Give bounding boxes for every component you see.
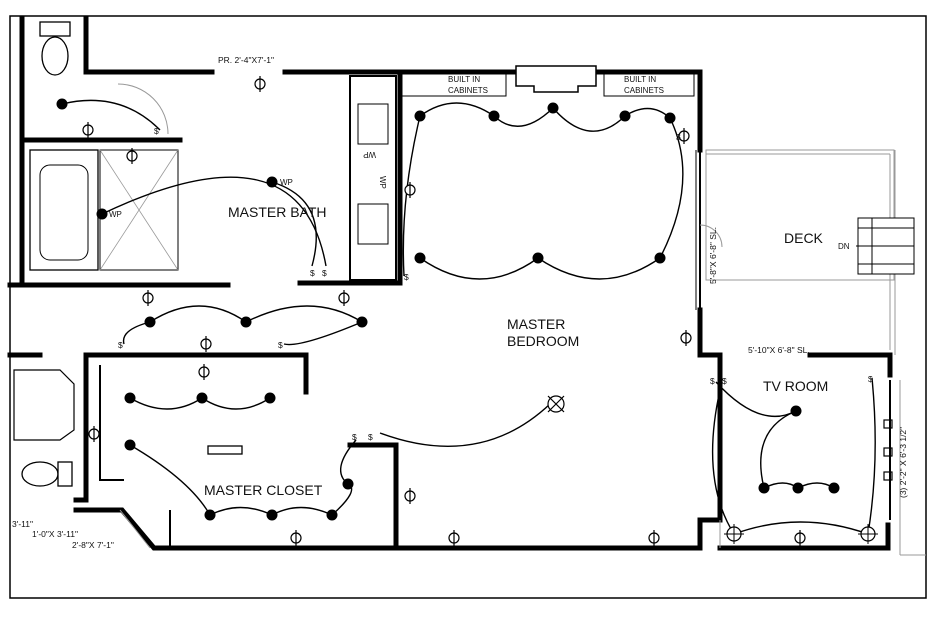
walls	[7, 15, 926, 556]
switch-icons: $ $ $ $ $ $ $ $ $ $ $ $	[118, 126, 873, 442]
note-dim-1-0: 1'-0"X 3'-11"	[32, 529, 78, 539]
toilet-bottom	[21, 461, 59, 487]
drawing-border	[9, 15, 927, 599]
room-label-deck: DECK	[784, 230, 824, 246]
outlet-icons	[82, 76, 806, 546]
toilet-top	[41, 36, 69, 76]
note-dim-3-11: 3'-11"	[12, 519, 33, 529]
note-built-in-left-2: CABINETS	[448, 86, 488, 95]
svg-text:$: $	[868, 374, 873, 384]
room-label-tv-room: TV ROOM	[763, 378, 828, 394]
room-label-master-closet: MASTER CLOSET	[204, 482, 323, 498]
svg-text:$: $	[154, 126, 159, 136]
room-label-master-bedroom-1: MASTER	[507, 316, 565, 332]
note-wp-2: WP	[109, 210, 122, 219]
note-built-in-right-1: BUILT IN	[624, 75, 656, 84]
note-wp-1: WP	[280, 178, 293, 187]
room-label-master-bedroom-2: BEDROOM	[507, 333, 579, 349]
ceiling-fan-icon	[547, 395, 565, 413]
note-built-in-left-1: BUILT IN	[448, 75, 480, 84]
svg-text:$: $	[352, 432, 357, 442]
svg-text:$: $	[278, 340, 283, 350]
note-wp-vanity-1: WP	[363, 150, 376, 159]
svg-text:$: $	[676, 132, 681, 142]
light-fixtures	[56, 98, 840, 521]
note-pocket-door: PR. 2'-4"X7'-1"	[218, 55, 274, 65]
note-dim-2-8: 2'-8"X 7'-1"	[72, 540, 114, 550]
svg-text:$: $	[368, 432, 373, 442]
note-windows-tv: (3) 2'-2" X 6'-3 1/2"	[898, 427, 908, 498]
svg-text:$: $	[118, 340, 123, 350]
svg-text:$: $	[404, 272, 409, 282]
svg-text:$: $	[310, 268, 315, 278]
svg-text:$: $	[722, 376, 727, 386]
note-wp-vanity-2: WP	[378, 176, 387, 189]
note-slider-deck: 5'-8"X 6'-8" SL.	[708, 227, 718, 284]
note-built-in-right-2: CABINETS	[624, 86, 664, 95]
recessed-light-icons	[724, 524, 878, 544]
closet-tub	[13, 369, 75, 441]
wiring	[61, 99, 876, 535]
svg-text:$: $	[322, 268, 327, 278]
svg-text:$: $	[710, 376, 715, 386]
note-stair-dn: DN	[838, 242, 850, 251]
fireplace	[515, 65, 597, 93]
room-label-master-bath: MASTER BATH	[228, 204, 327, 220]
note-slider-tv: 5'-10"X 6'-8" SL.	[748, 345, 810, 355]
